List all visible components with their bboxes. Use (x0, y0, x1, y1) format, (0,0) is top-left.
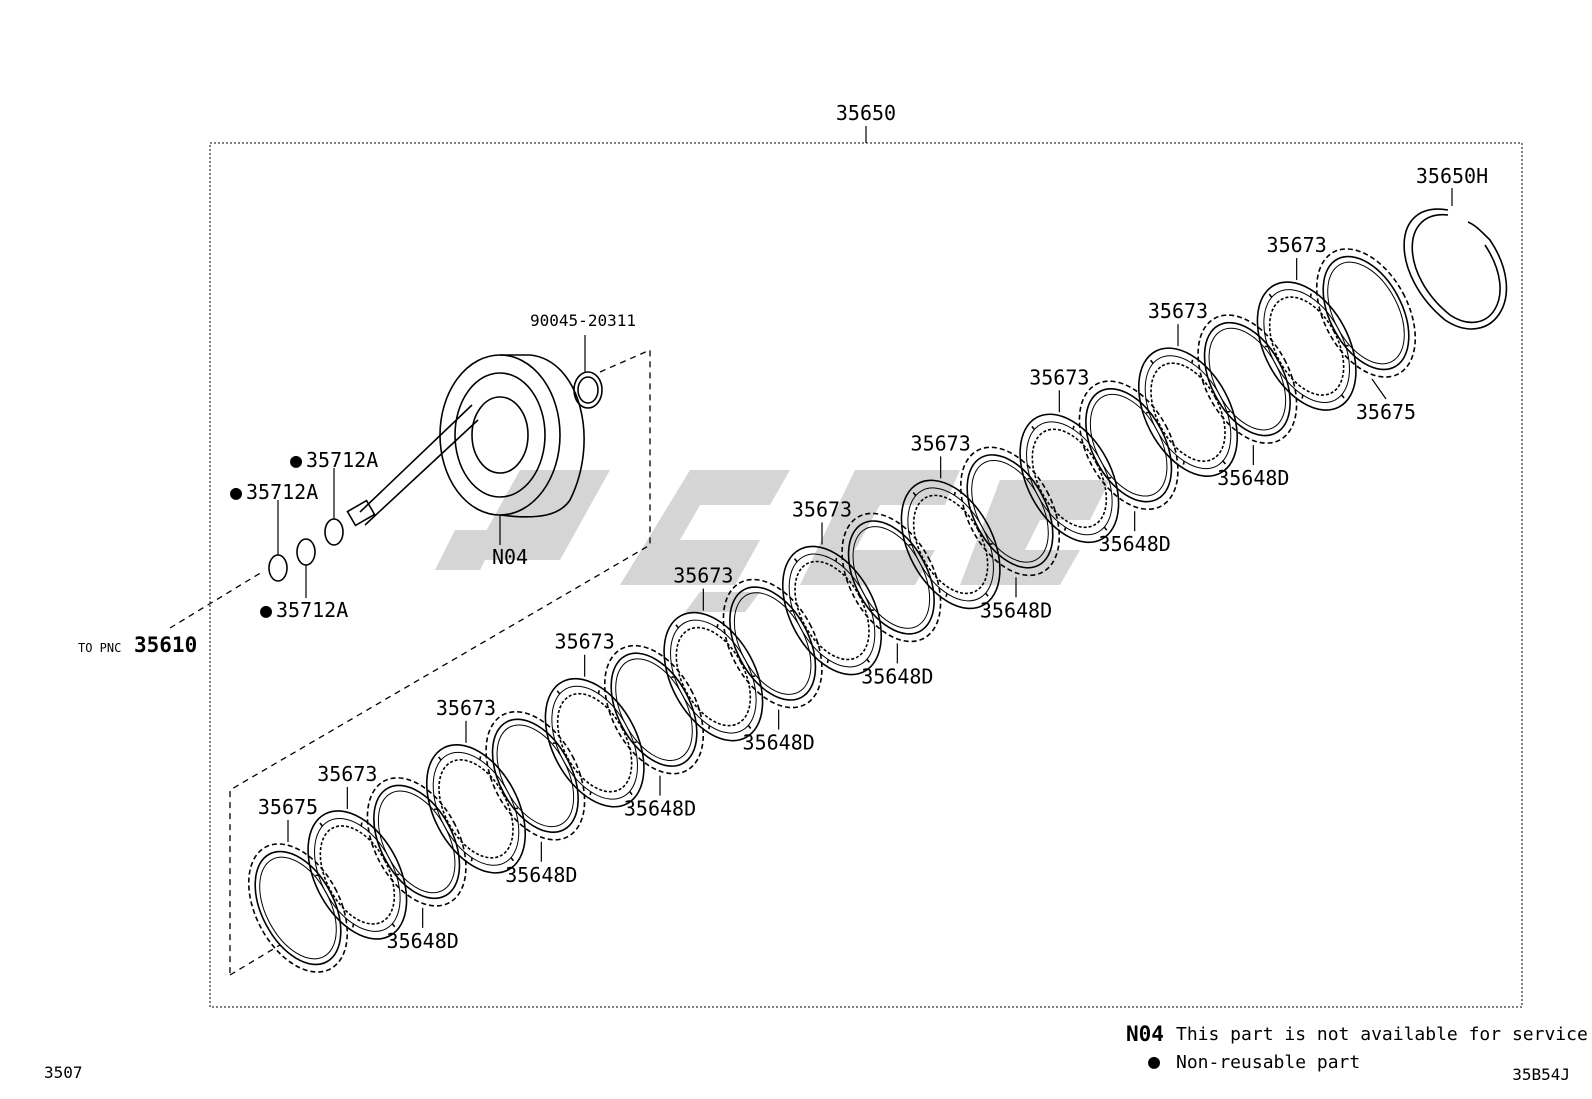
guide-line (169, 571, 263, 629)
guide-line (229, 944, 281, 976)
legend-code: N04 (1126, 1022, 1164, 1046)
page-code-left: 3507 (44, 1063, 83, 1082)
guide-line (229, 349, 651, 975)
plate-label: 35673 (792, 498, 852, 522)
plate-label: 35648D (743, 731, 815, 755)
plate-label: 35673 (911, 431, 971, 455)
clutch-drum: N04 (346, 354, 585, 569)
plate-label: 35673 (436, 696, 496, 720)
steel-plate (247, 843, 349, 973)
steel-plate (603, 644, 705, 775)
plate-label: 35648D (1099, 532, 1171, 556)
plate-label: 35648D (624, 797, 696, 821)
small-snap-ring-label: 90045-20311 (530, 311, 636, 330)
drum-label: N04 (492, 545, 528, 569)
legend-code-text: This part is not available for service (1176, 1024, 1588, 1045)
plate-label: 35648D (980, 598, 1052, 622)
seal-ring-bullet: ● (290, 448, 302, 472)
seal-rings: ● 35712A ● 35712A ● 35712A (230, 448, 378, 622)
plate-leader (1371, 378, 1387, 400)
plate-label: 35673 (673, 564, 733, 588)
seal-ring-label: 35712A (306, 448, 378, 472)
watermark-logo (435, 470, 1110, 612)
steel-plate (959, 446, 1061, 577)
page-code-right: 35B54J (1512, 1065, 1570, 1084)
seal-ring-bullet: ● (230, 480, 242, 504)
seal-ring-bullet: ● (260, 598, 272, 622)
legend: N04 This part is not available for servi… (1126, 1022, 1588, 1073)
plate-label: 35648D (861, 664, 933, 688)
small-snap-ring: 90045-20311 (530, 311, 636, 409)
to-pnc-number: 35610 (134, 633, 197, 657)
steel-plate (722, 578, 823, 709)
plate-label: 35648D (505, 863, 577, 887)
legend-bullet-text: Non-reusable part (1176, 1052, 1360, 1073)
friction-plate (663, 611, 764, 742)
snap-ring-label: 35650H (1416, 164, 1488, 188)
seal-ring-label: 35712A (246, 480, 318, 504)
plate-label: 35673 (317, 762, 377, 786)
plate-label: 35675 (258, 795, 318, 819)
plate-label: 35673 (1148, 299, 1208, 323)
clutch-plate-stack: 35675 35673 35648D 35673 35648D 35673 35648D 35… (247, 233, 1417, 973)
snap-ring-35650H: 35650H (1403, 164, 1508, 330)
plate-label: 35675 (1356, 400, 1416, 424)
plate-label: 35673 (1267, 233, 1327, 257)
steel-plate (1315, 248, 1417, 378)
plate-label: 35673 (555, 630, 615, 654)
plate-label: 35648D (1217, 466, 1289, 490)
legend-bullet: ● (1148, 1049, 1160, 1073)
assembly-number: 35650 (836, 101, 896, 125)
to-pnc-prefix: TO PNC (78, 641, 121, 655)
plate-label: 35673 (1029, 365, 1089, 389)
seal-ring-label: 35712A (276, 598, 348, 622)
plate-label: 35648D (387, 929, 459, 953)
to-pnc-reference: TO PNC 35610 (78, 633, 197, 657)
